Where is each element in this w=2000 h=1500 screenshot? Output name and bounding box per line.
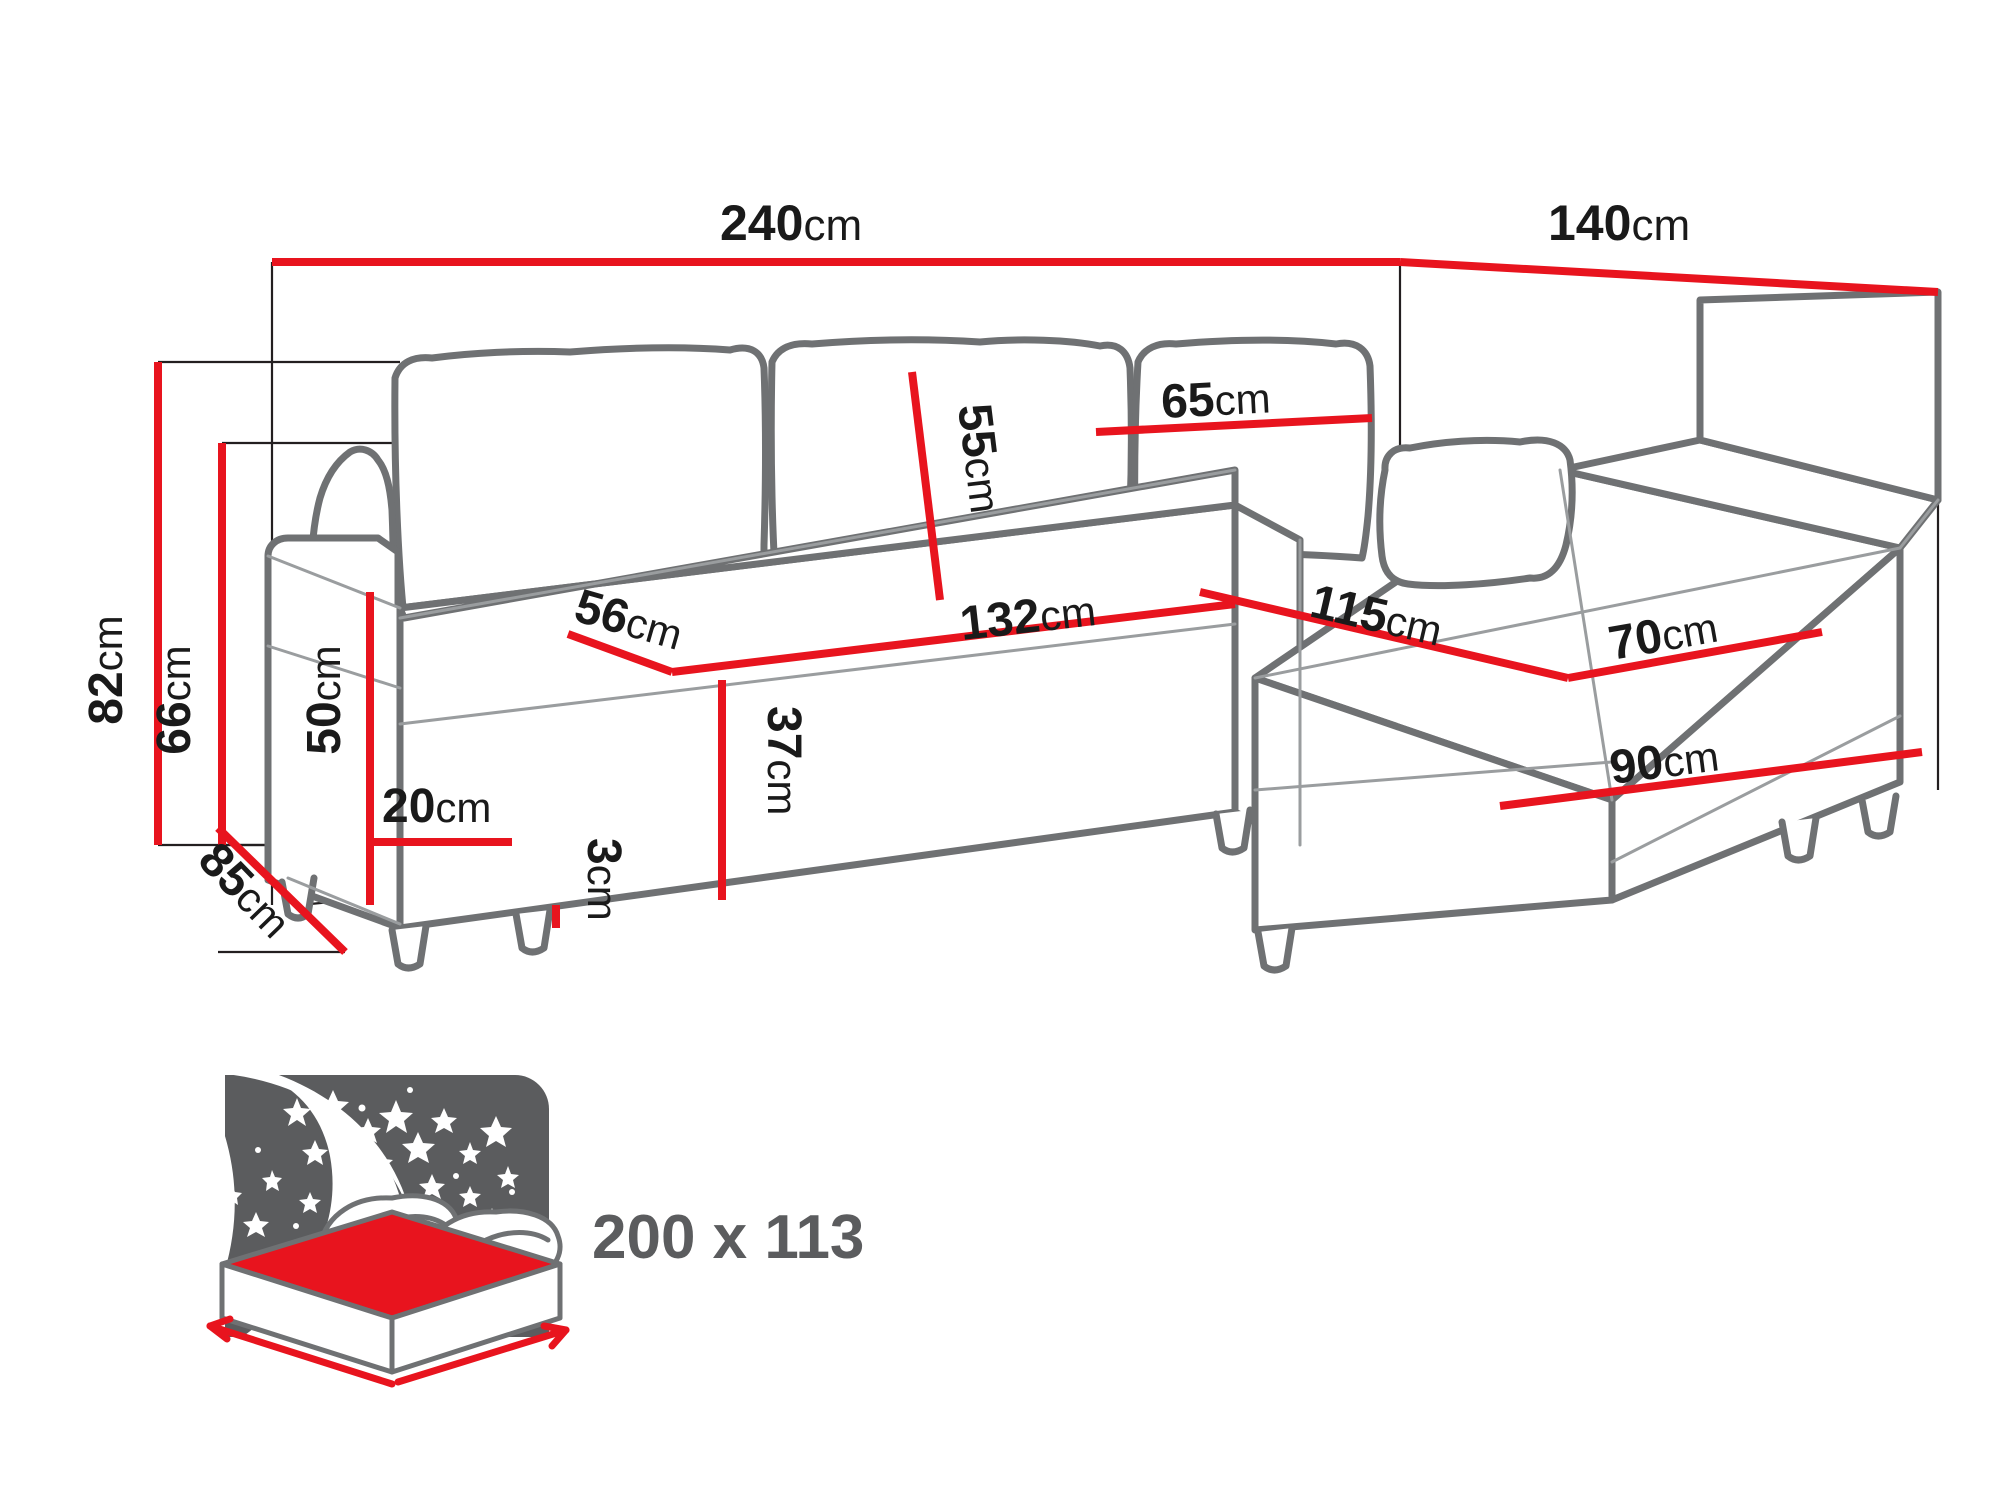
dimension-label-50: 50cm	[298, 645, 351, 754]
dimension-label-90: 90cm	[1607, 728, 1722, 794]
sleeping-area-label: 200 x 113	[592, 1203, 864, 1272]
dimension-label-37: 37cm	[757, 706, 810, 815]
bed-night-icon: 200 x 113	[206, 1075, 864, 1388]
leg-chaise-front	[1254, 924, 1296, 974]
leg-corner	[1212, 806, 1254, 856]
dimension-label-66: 66cm	[148, 645, 201, 754]
sofa-detail-lines	[266, 468, 1940, 926]
dimline-140	[1399, 258, 1939, 296]
dimension-lines	[154, 258, 1939, 955]
leg-chaise-back	[1858, 792, 1900, 840]
dimension-label-82: 82cm	[80, 615, 133, 724]
dimension-label-140: 140cm	[1548, 195, 1690, 251]
dimension-label-3: 3cm	[577, 838, 630, 921]
leg-front-mid	[512, 906, 554, 956]
dimension-label-55: 55cm	[947, 401, 1013, 516]
leg-front-left	[388, 922, 430, 972]
leg-chaise-right	[1778, 814, 1820, 864]
dimension-label-65: 65cm	[1160, 370, 1272, 429]
dimline-115	[1199, 588, 1569, 682]
dimension-label-70: 70cm	[1605, 600, 1722, 671]
mattress-dimension-arrows	[206, 1315, 570, 1388]
chaise-bolster-cushion	[1376, 436, 1576, 590]
dimline-56	[566, 630, 674, 676]
mattress-box	[219, 1209, 563, 1375]
dimline-55	[908, 371, 944, 601]
dimline-90	[1499, 748, 1923, 810]
dimension-label-20: 20cm	[382, 780, 491, 833]
mattress-right-face	[389, 1261, 563, 1375]
dimline-85	[215, 825, 348, 955]
dimline-132	[671, 600, 1236, 676]
dimension-label-240: 240cm	[720, 195, 862, 251]
dimline-70	[1567, 628, 1823, 682]
dimline-65	[1095, 414, 1373, 436]
dimension-label-132: 132cm	[957, 583, 1098, 651]
